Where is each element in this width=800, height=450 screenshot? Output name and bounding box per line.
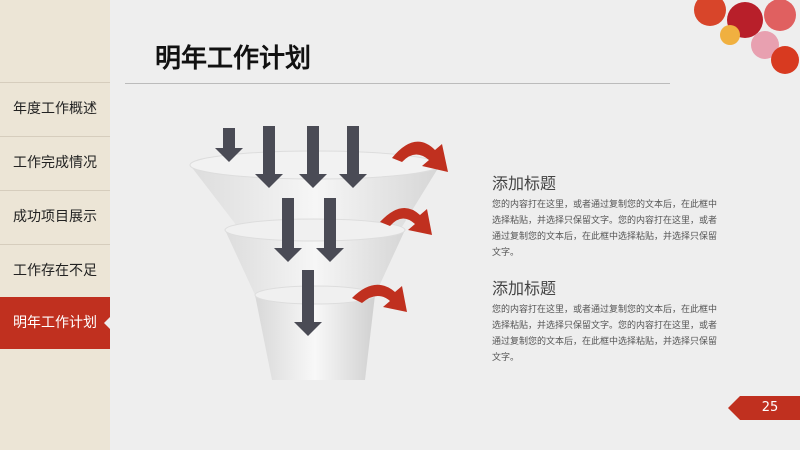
down-arrow-icon	[339, 126, 367, 188]
curved-arrow-icon	[380, 207, 432, 235]
page-number-badge: 25	[728, 396, 800, 420]
section-body-1: 您的内容打在这里，或者通过复制您的文本后，在此框中选择粘贴，并选择只保留文字。您…	[492, 200, 718, 258]
nav-item-work-completion[interactable]: 工作完成情况	[0, 136, 110, 189]
down-arrow-icon	[215, 128, 243, 162]
funnel-diagram	[189, 126, 448, 380]
curved-arrow-icon	[392, 141, 448, 172]
flower-decoration-icon	[694, 0, 799, 74]
down-arrow-icon	[316, 198, 344, 262]
page-title: 明年工作计划	[155, 44, 312, 74]
sidebar: 年度工作概述 工作完成情况 成功项目展示 工作存在不足 明年工作计划	[0, 0, 110, 450]
funnel-tier-3	[255, 295, 375, 380]
down-arrow-icon	[274, 198, 302, 262]
funnel-tier-1	[190, 165, 440, 230]
nav-item-next-year-plan[interactable]: 明年工作计划	[0, 297, 110, 349]
nav-item-project-showcase[interactable]: 成功项目展示	[0, 190, 110, 243]
section-heading-2: 添加标题	[492, 279, 557, 298]
down-arrow-icon	[299, 126, 327, 188]
section-body-2: 您的内容打在这里，或者通过复制您的文本后，在此框中选择粘贴，并选择只保留文字。您…	[492, 305, 718, 363]
curved-arrow-icon	[352, 284, 407, 312]
nav-item-annual-overview[interactable]: 年度工作概述	[0, 82, 110, 135]
section-heading-1: 添加标题	[492, 174, 557, 193]
down-arrow-icon	[255, 126, 283, 188]
title-divider	[125, 83, 670, 84]
nav-item-shortcomings[interactable]: 工作存在不足	[0, 244, 110, 297]
down-arrow-icon	[294, 270, 322, 336]
funnel-tier-2	[225, 230, 405, 295]
